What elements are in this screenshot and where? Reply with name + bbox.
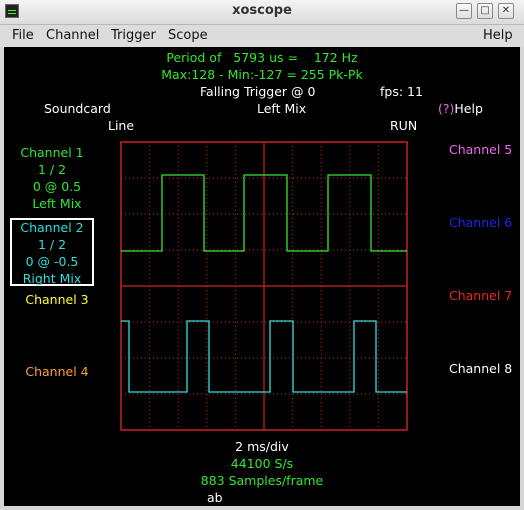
channel-4-name[interactable]: Channel 4 [25, 364, 89, 379]
channel-8-name[interactable]: Channel 8 [449, 361, 513, 376]
help-hint-label: Help [454, 101, 483, 116]
scope-display[interactable]: Period of 5793 us = 172 Hz Max:128 - Min… [4, 47, 520, 506]
trigger-status[interactable]: Falling Trigger @ 0 [200, 84, 316, 99]
menu-trigger[interactable]: Trigger [111, 28, 156, 43]
menu-scope[interactable]: Scope [168, 28, 208, 43]
close-icon[interactable]: ✕ [498, 3, 514, 19]
fps-readout: fps: 11 [380, 84, 423, 99]
channel-2-name: Channel 2 [20, 220, 84, 235]
menu-file[interactable]: File [12, 28, 34, 43]
sample-rate[interactable]: 44100 S/s [230, 456, 294, 471]
menu-bar: File Channel Trigger Scope Help [0, 25, 524, 47]
timebase-div[interactable]: 2 ms/div [235, 439, 289, 454]
channel-1-trace [121, 174, 407, 252]
samples-per-frame: 883 Samples/frame [200, 473, 324, 488]
channel-2-trace [121, 320, 407, 393]
menu-channel[interactable]: Channel [46, 28, 100, 43]
channel-2-position: 0 @ -0.5 [25, 254, 79, 269]
minimize-icon[interactable]: — [456, 3, 472, 19]
input-label[interactable]: Line [108, 118, 135, 133]
menu-help[interactable]: Help [483, 28, 513, 43]
source-label[interactable]: Soundcard [44, 101, 111, 116]
channel-3-name[interactable]: Channel 3 [25, 292, 89, 307]
channel-7-name[interactable]: Channel 7 [449, 288, 513, 303]
memory-label: ab [207, 490, 223, 505]
channel-6-name[interactable]: Channel 6 [449, 215, 513, 230]
channel-1-scale: 1 / 2 [37, 162, 67, 177]
max-min-readout: Max:128 - Min:-127 = 255 Pk-Pk [161, 67, 363, 82]
help-key: (?) [438, 101, 455, 116]
grid-major-lines [120, 141, 408, 431]
channel-2-scale: 1 / 2 [37, 237, 67, 252]
selected-channel-box [10, 218, 94, 286]
title-bar[interactable]: xoscope — □ ✕ [0, 0, 524, 25]
mix-label[interactable]: Left Mix [257, 101, 307, 116]
graticule-frame [120, 141, 408, 431]
channel-1-name: Channel 1 [20, 145, 84, 160]
help-hint[interactable]: (?)Help [438, 101, 483, 116]
channel-5-name[interactable]: Channel 5 [449, 142, 513, 157]
oscilloscope-app-icon[interactable] [5, 4, 19, 18]
channel-2-source: Right Mix [22, 271, 82, 286]
channel-1-source: Left Mix [32, 196, 82, 211]
window-title: xoscope [232, 3, 292, 18]
maximize-icon[interactable]: □ [477, 3, 493, 19]
run-state[interactable]: RUN [390, 118, 418, 133]
scope-graticule[interactable] [4, 47, 520, 506]
channel-1-position: 0 @ 0.5 [32, 179, 82, 194]
period-readout: Period of 5793 us = 172 Hz [166, 50, 358, 65]
